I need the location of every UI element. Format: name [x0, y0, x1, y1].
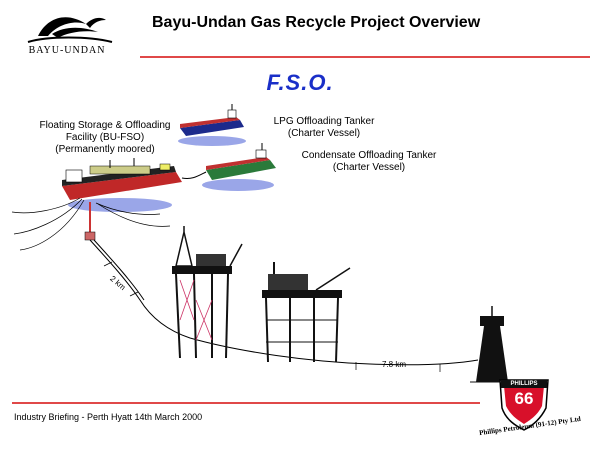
- badge-top-text: PHILLIPS: [510, 381, 538, 387]
- platform-1: [172, 226, 243, 359]
- lpg-tanker-label: LPG Offloading Tanker (Charter Vessel): [254, 116, 394, 140]
- fso-label-line3: (Permanently moored): [55, 144, 155, 155]
- lpg-tanker: [180, 104, 244, 136]
- fso-vessel: [62, 158, 182, 200]
- bird-logo-icon: [27, 17, 113, 43]
- remote-platform: [470, 306, 514, 383]
- fso-shadow: [68, 198, 172, 212]
- mooring-lines: [11, 197, 171, 251]
- condensate-tanker: [206, 143, 276, 180]
- lpg-label-line1: LPG Offloading Tanker: [273, 116, 375, 127]
- footer-briefing: Industry Briefing - Perth Hyatt 14th Mar…: [14, 412, 203, 422]
- lpg-tanker-shadow: [178, 136, 246, 146]
- header-divider: [140, 56, 590, 58]
- condensate-tanker-shadow: [202, 179, 274, 191]
- distance-markers: [103, 261, 441, 372]
- fso-label-line1: Floating Storage & Offloading: [39, 120, 171, 131]
- slide-subtitle: F.S.O.: [266, 70, 334, 95]
- condensate-label-line2: (Charter Vessel): [332, 162, 406, 173]
- phillips-66-badge: [499, 379, 549, 431]
- condensate-tanker-label: Condensate Offloading Tanker (Charter Ve…: [280, 150, 458, 174]
- page-title: Bayu-Undan Gas Recycle Project Overview: [152, 14, 481, 31]
- distance-label-7-8km: 7.8 km: [382, 360, 407, 369]
- platform-2: [262, 262, 351, 363]
- fso-label-line2: Facility (BU-FSO): [65, 132, 145, 143]
- condensate-label-line1: Condensate Offloading Tanker: [301, 150, 437, 161]
- logo-text: BAYU-UNDAN: [28, 45, 106, 56]
- badge-number: 66: [514, 389, 534, 408]
- fso-label: Floating Storage & Offloading Facility (…: [22, 120, 188, 156]
- bayu-undan-logo: BAYU-UNDAN: [8, 6, 126, 56]
- lpg-label-line2: (Charter Vessel): [287, 128, 361, 139]
- footer-divider: [12, 402, 480, 404]
- riser-pipeline: [84, 202, 479, 366]
